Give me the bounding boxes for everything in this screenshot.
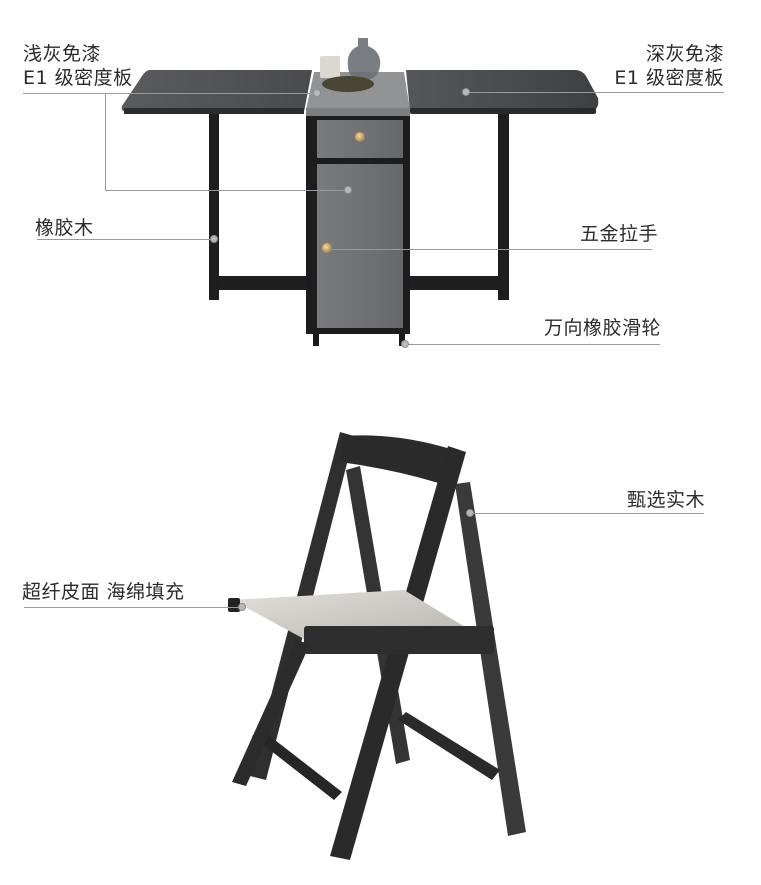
callout-casters: 万向橡胶滑轮	[544, 316, 661, 340]
leader-line	[468, 92, 724, 93]
leader-line	[23, 93, 313, 94]
callout-line: E1 级密度板	[614, 67, 724, 89]
callout-light-gray-top: 浅灰免漆 E1 级密度板	[23, 42, 133, 90]
leader-line	[330, 249, 652, 250]
callout-dark-gray-top: 深灰免漆 E1 级密度板	[614, 42, 724, 90]
marker-dot	[466, 509, 474, 517]
marker-dot	[344, 186, 352, 194]
marker-dot	[313, 89, 321, 97]
marker-dot	[238, 603, 246, 611]
marker-dot	[401, 340, 409, 348]
callout-line: 浅灰免漆	[23, 43, 102, 65]
callout-hardware-handle: 五金拉手	[580, 222, 658, 246]
folding-table	[121, 38, 599, 346]
leader-line	[105, 94, 106, 190]
callout-line: E1 级密度板	[23, 67, 133, 89]
marker-dot	[462, 88, 470, 96]
callout-line: 深灰免漆	[645, 43, 724, 65]
leader-line	[24, 607, 242, 608]
leader-line	[470, 513, 704, 514]
folding-chair	[228, 432, 526, 860]
leader-line	[37, 239, 213, 240]
callout-rubberwood: 橡胶木	[35, 216, 94, 240]
callout-line: 超纤皮面 海绵填充	[22, 581, 185, 603]
callout-seat: 超纤皮面 海绵填充	[22, 580, 185, 604]
callout-line: 五金拉手	[579, 223, 658, 245]
leader-line	[105, 190, 347, 191]
marker-dot	[210, 235, 218, 243]
callout-solid-wood: 甄选实木	[627, 488, 705, 512]
callout-line: 万向橡胶滑轮	[543, 317, 661, 339]
callout-line: 橡胶木	[35, 217, 94, 239]
callout-line: 甄选实木	[626, 489, 705, 511]
leader-line	[406, 344, 660, 345]
